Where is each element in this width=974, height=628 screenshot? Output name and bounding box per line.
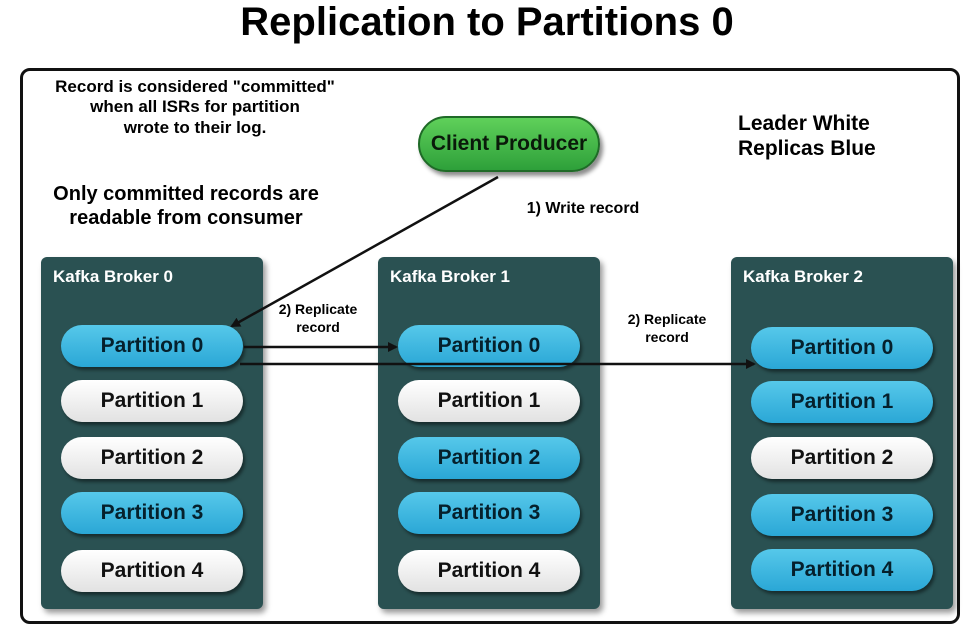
broker-0-partition-0: Partition 0 bbox=[61, 325, 243, 367]
broker-2-partition-4: Partition 4 bbox=[751, 549, 933, 591]
committed-note-line: wrote to their log. bbox=[123, 117, 267, 137]
legend-leader-text: Leader White bbox=[738, 112, 870, 135]
broker-2-partition-0: Partition 0 bbox=[751, 327, 933, 369]
broker-0-partition-2: Partition 2 bbox=[61, 437, 243, 479]
write-record-arrow bbox=[230, 175, 499, 328]
broker-1-partition-1: Partition 1 bbox=[398, 380, 580, 422]
replicate-label-broker-1: 2) Replicate record bbox=[268, 301, 368, 336]
diagram-frame bbox=[20, 68, 960, 624]
readable-note-line: readable from consumer bbox=[69, 207, 303, 229]
broker-title: Kafka Broker 0 bbox=[53, 267, 174, 286]
broker-2-partition-1: Partition 1 bbox=[751, 381, 933, 423]
diagram-title: Replication to Partitions 0 bbox=[240, 0, 734, 44]
broker-1-partition-4: Partition 4 bbox=[398, 550, 580, 592]
color-legend: Leader White Replicas Blue bbox=[738, 111, 918, 161]
replicate-label-line: record bbox=[296, 318, 340, 335]
readable-note: Only committed records are readable from… bbox=[36, 182, 336, 230]
write-record-label: 1) Write record bbox=[526, 200, 640, 217]
replicate-label-line: 2) Replicate bbox=[278, 301, 358, 317]
kafka-broker-1: Kafka Broker 1 Partition 0 Partition 1 P… bbox=[378, 257, 600, 609]
readable-note-line: Only committed records are bbox=[53, 183, 319, 205]
client-producer-node: Client Producer bbox=[418, 116, 600, 172]
committed-note-line: when all ISRs for partition bbox=[90, 97, 300, 117]
replicate-label-line: 2) Replicate bbox=[627, 311, 707, 327]
broker-1-partition-2: Partition 2 bbox=[398, 437, 580, 479]
broker-0-partition-1: Partition 1 bbox=[61, 380, 243, 422]
broker-title: Kafka Broker 1 bbox=[390, 267, 511, 286]
replicate-label-line: record bbox=[645, 328, 689, 345]
broker-2-partition-3: Partition 3 bbox=[751, 494, 933, 536]
committed-note: Record is considered "committed" when al… bbox=[40, 77, 350, 138]
broker-1-partition-3: Partition 3 bbox=[398, 492, 580, 534]
broker-title: Kafka Broker 2 bbox=[743, 267, 864, 286]
broker-2-partition-2: Partition 2 bbox=[751, 437, 933, 479]
broker-0-partition-3: Partition 3 bbox=[61, 492, 243, 534]
broker-1-partition-0: Partition 0 bbox=[398, 325, 580, 367]
kafka-broker-0: Kafka Broker 0 Partition 0 Partition 1 P… bbox=[41, 257, 263, 609]
kafka-broker-2: Kafka Broker 2 Partition 0 Partition 1 P… bbox=[731, 257, 953, 609]
legend-replica-text: Replicas Blue bbox=[738, 137, 876, 161]
broker-0-partition-4: Partition 4 bbox=[61, 550, 243, 592]
replicate-label-broker-2: 2) Replicate record bbox=[612, 311, 722, 346]
committed-note-line: Record is considered "committed" bbox=[55, 77, 335, 96]
